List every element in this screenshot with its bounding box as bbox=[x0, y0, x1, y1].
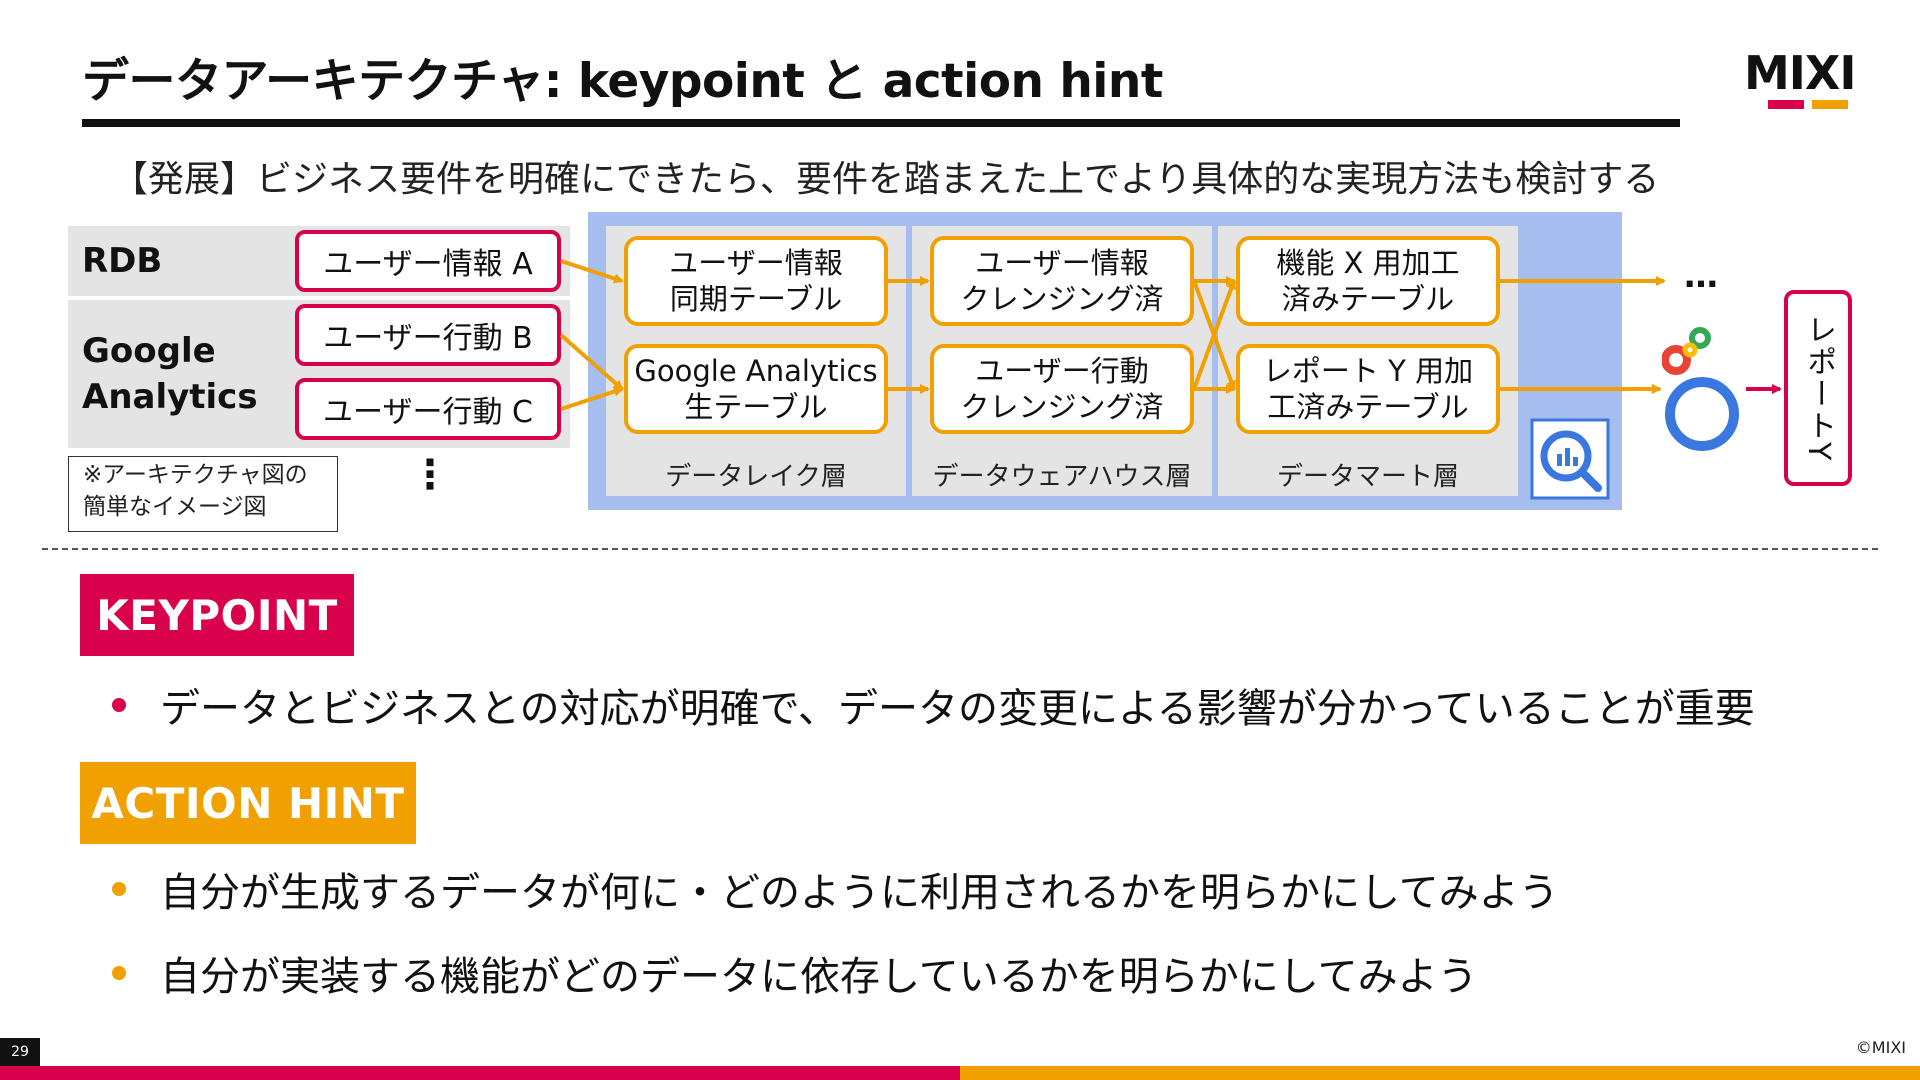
source-label-ga-text: Google Analytics bbox=[82, 331, 258, 417]
looker-studio-icon bbox=[1661, 324, 1746, 452]
report-y-box: レポートY bbox=[1784, 290, 1852, 486]
source-box-label: ユーザー行動 C bbox=[323, 395, 533, 430]
layer-label-data-lake: データレイク層 bbox=[665, 462, 847, 492]
table-user-info-cleansed: ユーザー情報 クレンジング済 bbox=[930, 236, 1194, 326]
mixi-logo: MIXI bbox=[1744, 50, 1872, 114]
table-label: ユーザー情報 クレンジング済 bbox=[960, 246, 1164, 316]
more-sources-dots: ⋮ bbox=[410, 452, 450, 498]
source-box-user-action-b: ユーザー行動 B bbox=[295, 304, 561, 366]
source-label-google-analytics: Google Analytics bbox=[82, 328, 258, 420]
layer-label-data-mart: データマート層 bbox=[1276, 462, 1459, 492]
action-hint-bullet-1: 自分が生成するデータが何に・どのように利用されるかを明らかにしてみよう bbox=[160, 870, 1559, 916]
diagram-note-text: ※アーキテクチャ図の簡単なイメージ図 bbox=[83, 462, 308, 520]
action-hint-bullet-dot bbox=[112, 966, 126, 980]
diagram-note: ※アーキテクチャ図の簡単なイメージ図 bbox=[68, 456, 338, 532]
logo-bar-magenta bbox=[1768, 100, 1804, 109]
action-hint-bullet-dot bbox=[112, 882, 126, 896]
table-label: 機能 X 用加工 済みテーブル bbox=[1276, 246, 1460, 316]
source-box-label: ユーザー情報 A bbox=[323, 247, 533, 282]
source-box-user-action-c: ユーザー行動 C bbox=[295, 378, 561, 440]
page-title: データアーキテクチャ: keypoint と action hint bbox=[82, 54, 1163, 109]
keypoint-bullet-dot bbox=[112, 698, 126, 712]
footer-bar-magenta bbox=[0, 1066, 960, 1080]
table-label: Google Analytics 生テーブル bbox=[634, 354, 878, 424]
report-y-label: レポートY bbox=[1801, 313, 1836, 463]
keypoint-tag-label: KEYPOINT bbox=[96, 590, 338, 640]
table-label: レポート Y 用加 工済みテーブル bbox=[1262, 354, 1474, 424]
page-number: 29 bbox=[0, 1038, 40, 1066]
action-hint-bullet-2: 自分が実装する機能がどのデータに依存しているかを明らかにしてみよう bbox=[160, 954, 1478, 1000]
table-label: ユーザー行動 クレンジング済 bbox=[960, 354, 1164, 424]
table-report-y-processed: レポート Y 用加 工済みテーブル bbox=[1236, 344, 1500, 434]
subtitle: 【発展】ビジネス要件を明確にできたら、要件を踏まえた上でより具体的な実現方法も検… bbox=[112, 159, 1660, 200]
more-outputs-ellipsis: … bbox=[1684, 256, 1718, 296]
bigquery-icon bbox=[1530, 418, 1610, 500]
logo-bar-orange bbox=[1812, 100, 1848, 109]
footer-bar-orange bbox=[960, 1066, 1920, 1080]
table-feature-x-processed: 機能 X 用加工 済みテーブル bbox=[1236, 236, 1500, 326]
action-hint-tag-label: ACTION HINT bbox=[91, 778, 405, 828]
table-user-info-sync: ユーザー情報 同期テーブル bbox=[624, 236, 888, 326]
keypoint-bullet-1: データとビジネスとの対応が明確で、データの変更による影響が分かっていることが重要 bbox=[160, 686, 1755, 732]
table-label: ユーザー情報 同期テーブル bbox=[669, 246, 843, 316]
source-box-user-info-a: ユーザー情報 A bbox=[295, 230, 561, 292]
section-divider bbox=[42, 548, 1878, 550]
source-box-label: ユーザー行動 B bbox=[323, 321, 533, 356]
table-ga-raw: Google Analytics 生テーブル bbox=[624, 344, 888, 434]
layer-label-data-warehouse: データウェアハウス層 bbox=[932, 462, 1192, 492]
title-underline bbox=[82, 119, 1680, 127]
table-user-action-cleansed: ユーザー行動 クレンジング済 bbox=[930, 344, 1194, 434]
action-hint-tag: ACTION HINT bbox=[80, 762, 416, 844]
keypoint-tag: KEYPOINT bbox=[80, 574, 354, 656]
logo-text: MIXI bbox=[1744, 46, 1856, 100]
copyright: ©MIXI bbox=[1855, 1038, 1906, 1057]
source-label-rdb: RDB bbox=[82, 241, 163, 281]
